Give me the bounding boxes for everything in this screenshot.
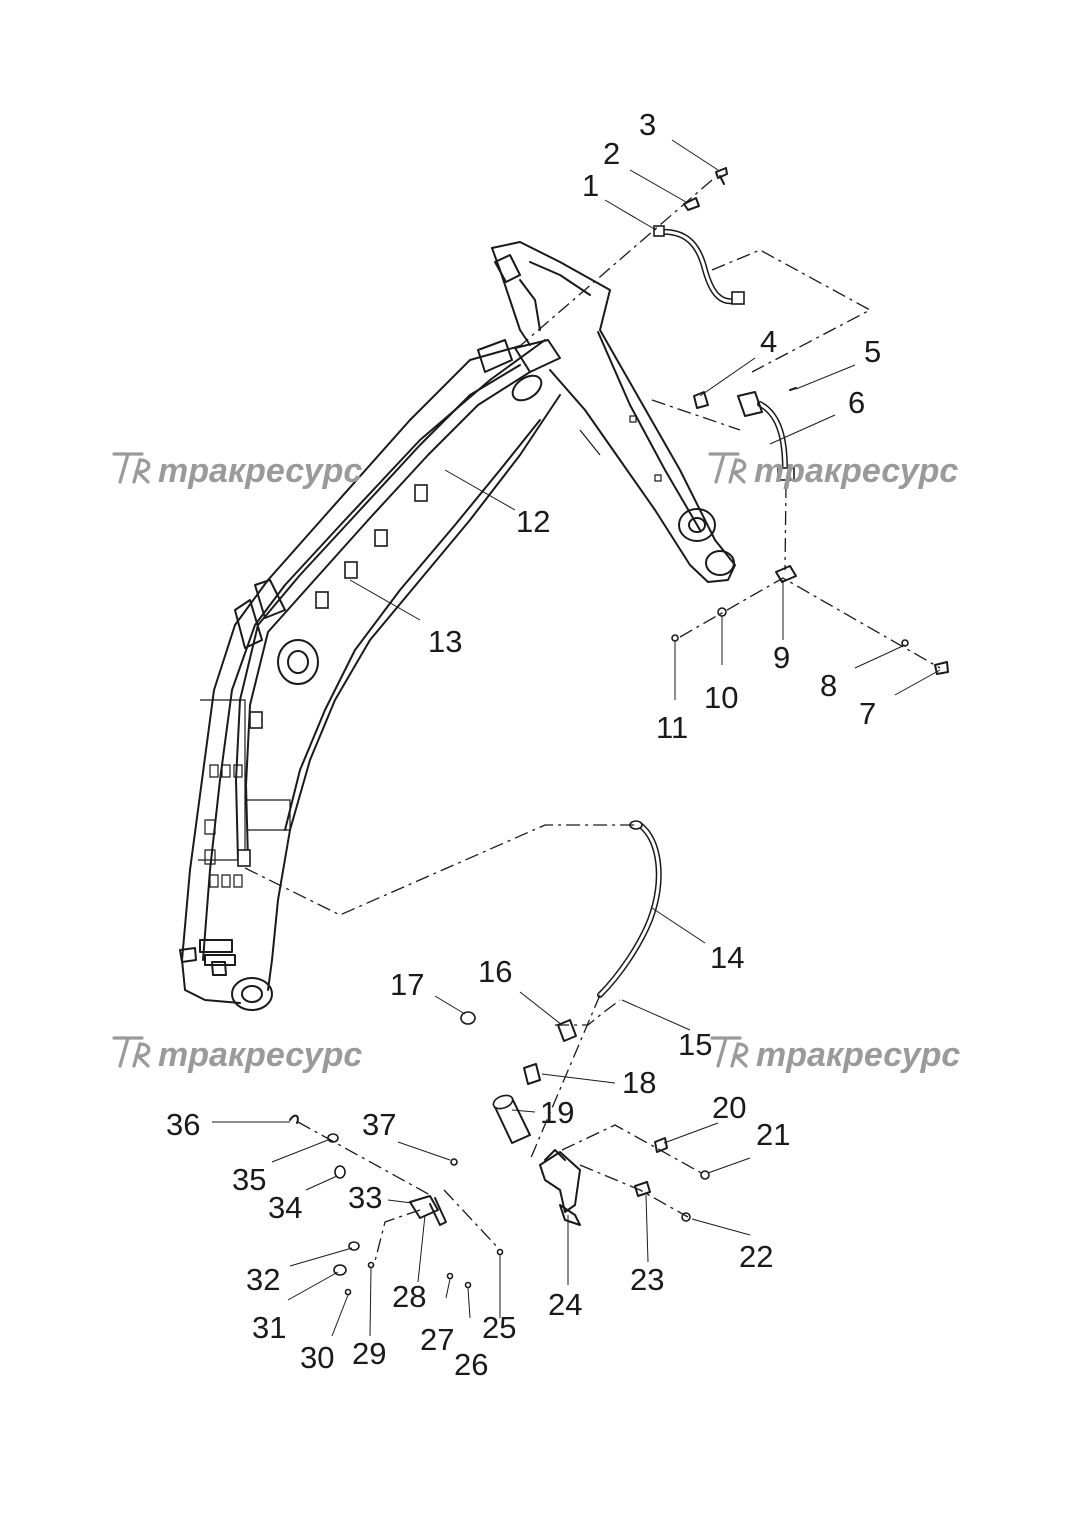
callout-numbers: 1 2 3 4 5 6 7 8 9 10 11 12 13 14 15 16 1… [166,107,881,1382]
callout-11: 11 [656,710,688,745]
watermark-bottom-left: тракресурс [112,1036,362,1074]
clamp-part-4 [693,391,709,409]
callout-16: 16 [478,954,512,989]
watermark-text: тракресурс [756,1036,960,1074]
hose-part-1 [653,225,745,305]
callout-33: 33 [348,1180,382,1215]
callout-8: 8 [820,668,837,703]
callout-34: 34 [268,1190,302,1225]
callout-12: 12 [516,504,550,539]
watermark-text: тракресурс [754,452,958,490]
callout-36: 36 [166,1107,200,1142]
callout-20: 20 [712,1090,746,1125]
watermark-text: тракресурс [158,452,362,490]
callout-3: 3 [639,107,656,142]
callout-13: 13 [428,624,462,659]
callout-27: 27 [420,1322,454,1357]
callout-4: 4 [760,324,777,359]
hose-part-14 [597,820,662,998]
callout-17: 17 [390,967,424,1002]
callout-6: 6 [848,385,865,420]
callout-2: 2 [603,136,620,171]
callout-21: 21 [756,1117,790,1152]
callout-32: 32 [246,1262,280,1297]
tr-logo-icon [112,452,151,484]
tr-logo-icon [112,1036,151,1068]
watermark-top-left: тракресурс [112,452,362,490]
callout-5: 5 [864,334,881,369]
callout-25: 25 [482,1310,516,1345]
assembly-center-lines [244,179,941,1266]
callout-14: 14 [710,940,744,975]
callout-15: 15 [678,1027,712,1062]
callout-9: 9 [773,640,790,675]
fitting-part-2 [683,197,700,211]
callout-7: 7 [859,696,876,731]
callout-24: 24 [548,1287,582,1322]
bolt-part-3 [715,167,728,185]
callout-28: 28 [392,1279,426,1314]
boom-assembly [491,241,736,583]
watermark-top-right: тракресурс [708,452,958,490]
callout-23: 23 [630,1262,664,1297]
callout-37: 37 [362,1107,396,1142]
callout-31: 31 [252,1310,286,1345]
hose-part-6 [693,387,797,481]
watermark-text: тракресурс [158,1036,362,1074]
watermark-bottom-right: тракресурс [710,1036,960,1074]
callout-19: 19 [540,1095,574,1130]
callout-10: 10 [704,680,738,715]
tr-logo-icon [708,452,747,484]
callout-35: 35 [232,1162,266,1197]
callout-22: 22 [739,1239,773,1274]
callout-26: 26 [454,1347,488,1382]
arm-assembly [179,339,561,1011]
callout-29: 29 [352,1336,386,1371]
callout-1: 1 [582,168,599,203]
callout-30: 30 [300,1340,334,1375]
tr-logo-icon [710,1036,749,1068]
leader-lines [212,139,941,1337]
callout-18: 18 [622,1065,656,1100]
